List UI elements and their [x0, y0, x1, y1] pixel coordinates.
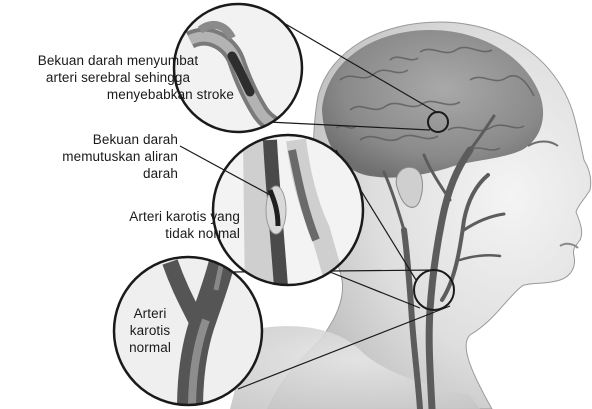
- label-line: arteri serebral sehingga: [2, 69, 234, 86]
- label-clot-blocks-artery: Bekuan darah menyumbat arteri serebral s…: [2, 52, 234, 103]
- label-line: tidak normal: [80, 225, 240, 242]
- label-line: Bekuan darah: [40, 131, 178, 148]
- label-line: Arteri karotis yang: [80, 208, 240, 225]
- label-line: Arteri: [118, 305, 182, 322]
- label-line: memutuskan aliran: [40, 148, 178, 165]
- label-line: Bekuan darah menyumbat: [2, 52, 234, 69]
- label-line: normal: [118, 339, 182, 356]
- label-abnormal-carotid: Arteri karotis yang tidak normal: [80, 208, 240, 242]
- label-line: menyebabkan stroke: [2, 86, 234, 103]
- label-normal-carotid: Arteri karotis normal: [118, 305, 182, 356]
- label-line: darah: [40, 165, 178, 182]
- label-clot-cuts-flow: Bekuan darah memutuskan aliran darah: [40, 131, 178, 182]
- label-line: karotis: [118, 322, 182, 339]
